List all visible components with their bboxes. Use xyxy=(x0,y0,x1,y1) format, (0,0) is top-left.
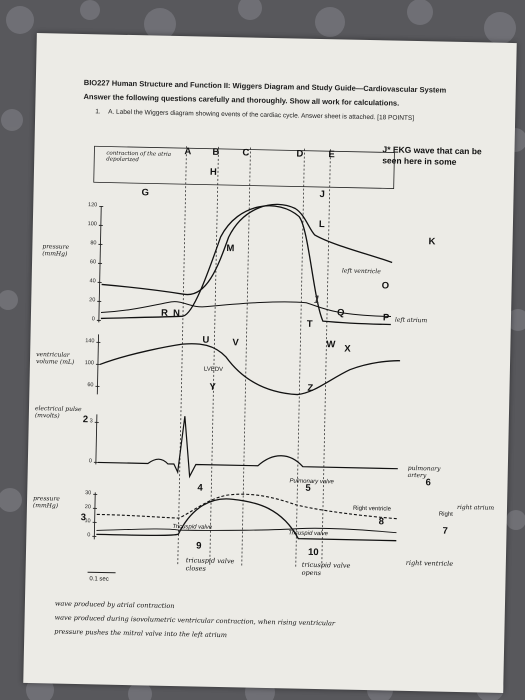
pressure-tick-20: 20 xyxy=(89,297,96,304)
right-tick-0: 0 xyxy=(87,532,91,539)
pressure-tick-40: 40 xyxy=(89,278,96,285)
label-n: N xyxy=(172,307,181,320)
label-x: X xyxy=(344,343,351,355)
label-b: B xyxy=(212,146,220,158)
handwritten-ecg-label: electrical pulse (mvolts) xyxy=(34,405,82,420)
handwritten-left-ventricle: left ventricle xyxy=(341,267,381,276)
label-j: J xyxy=(319,189,325,201)
wiggers-diagram xyxy=(87,145,401,574)
right-label: Right xyxy=(438,511,453,518)
tricuspid-valve-label-2: Tricuspid valve xyxy=(288,530,329,538)
label-q: Q xyxy=(336,307,345,319)
label-p: P xyxy=(382,312,390,324)
number-7: 7 xyxy=(442,525,448,537)
event-lines xyxy=(177,146,331,570)
ecg-trace xyxy=(97,416,398,479)
label-r: R xyxy=(160,307,169,319)
ecg-axis xyxy=(93,414,99,465)
handwritten-pressure-label: pressure (mmHg) xyxy=(42,243,70,258)
pressure-tick-0: 0 xyxy=(91,316,95,323)
number-8: 8 xyxy=(378,516,385,528)
label-z: Z xyxy=(307,382,314,394)
volume-tick-60: 60 xyxy=(87,382,94,389)
number-10: 10 xyxy=(307,546,319,559)
label-c: C xyxy=(242,147,250,159)
pressure-axis xyxy=(96,205,104,323)
number-3: 3 xyxy=(80,512,87,524)
handwritten-left-atrium: left atrium xyxy=(394,316,428,325)
number-2: 2 xyxy=(82,414,89,426)
aortic-pressure-curve xyxy=(101,203,393,296)
handwritten-volume-label: ventricular volume (mL) xyxy=(35,351,75,366)
label-k: K xyxy=(428,236,436,248)
ventricular-volume-curve xyxy=(99,343,401,396)
volume-tick-140: 140 xyxy=(85,338,95,345)
tricuspid-valve-label-1: Tricuspid valve xyxy=(172,523,213,531)
volume-axis xyxy=(95,334,101,395)
number-1: 1 xyxy=(313,294,321,307)
handwritten-contraction-note: contraction of the atria depolarized xyxy=(106,150,172,164)
rv-pressure-curve xyxy=(96,498,397,542)
label-m: M xyxy=(226,243,235,255)
time-scale-bar xyxy=(87,571,116,574)
ra-pressure-curve xyxy=(96,527,397,534)
label-t: T xyxy=(306,318,313,330)
label-v: V xyxy=(232,337,239,349)
pressure-tick-60: 60 xyxy=(89,259,97,266)
number-5: 5 xyxy=(305,482,311,494)
label-y: Y xyxy=(209,381,216,393)
handwritten-tricuspid-closes: tricuspid valve closes xyxy=(185,556,235,573)
number-9: 9 xyxy=(196,540,202,552)
label-w: W xyxy=(326,339,336,351)
label-h: H xyxy=(209,166,217,178)
label-d: D xyxy=(296,148,304,160)
time-scale-label: 0.1 sec xyxy=(89,576,109,583)
phase-band xyxy=(93,145,395,189)
number-4: 4 xyxy=(197,482,203,494)
label-e: E xyxy=(328,149,335,161)
label-o: O xyxy=(381,280,390,292)
ventricular-pressure-curve xyxy=(100,205,391,326)
right-ventricle-label: Right ventricle xyxy=(352,505,392,513)
lvedv-label: LVEDV xyxy=(203,366,224,374)
worksheet-page: BIO227 Human Structure and Function II: … xyxy=(23,33,517,693)
ecg-tick-0: 0 xyxy=(88,458,92,465)
label-g: G xyxy=(141,187,150,199)
pulmonary-valve-label: Pulmonary valve xyxy=(289,478,334,486)
label-l: L xyxy=(318,218,325,231)
handwritten-rv-label: pressure (mmHg) xyxy=(32,495,60,510)
handwritten-tricuspid-opens: tricuspid valve opens xyxy=(301,560,351,578)
pressure-tick-100: 100 xyxy=(87,221,97,228)
handwritten-pulmonary-artery: pulmonary artery xyxy=(407,464,441,480)
pulmonary-pressure-curve xyxy=(96,493,397,520)
handwritten-right-ventricle: right ventricle xyxy=(405,558,454,568)
right-heart-axis xyxy=(92,492,98,540)
label-u: U xyxy=(202,334,210,346)
atrial-pressure-curve xyxy=(100,301,392,318)
pressure-tick-120: 120 xyxy=(88,202,98,209)
handwritten-right-atrium: right atrium xyxy=(456,503,495,512)
